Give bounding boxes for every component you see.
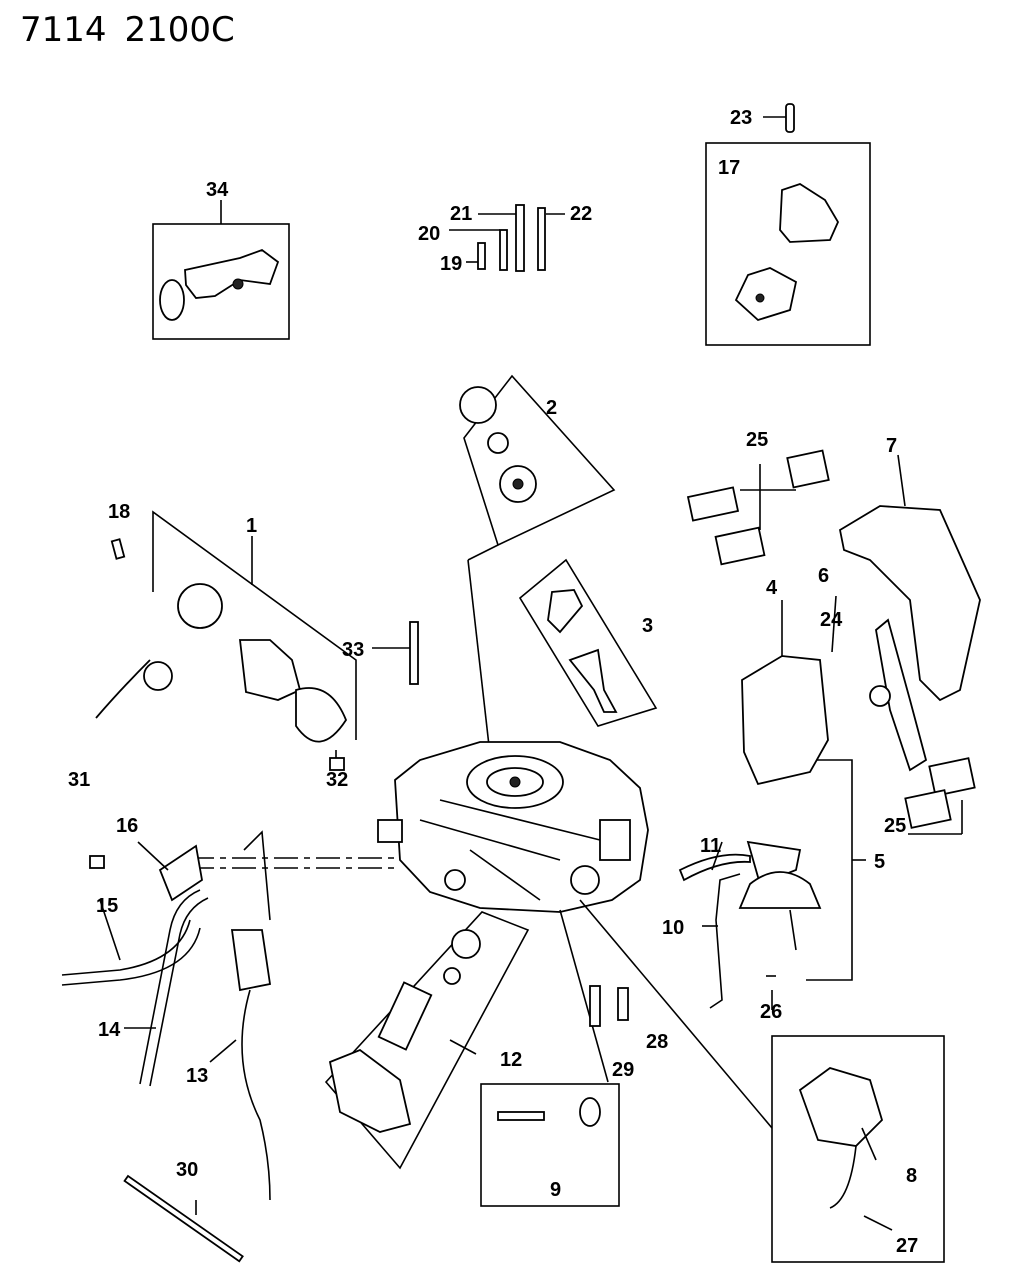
part-3-lever (568, 648, 618, 713)
part-4-bracket (741, 655, 829, 786)
carburetor-body (377, 741, 649, 913)
callout-15: 15 (96, 895, 118, 917)
part-34-fitting (184, 248, 280, 299)
part-1-box (152, 510, 357, 740)
part-10-rod (709, 873, 741, 1009)
part-12-housing (328, 1048, 412, 1133)
callout-12: 12 (500, 1049, 522, 1071)
part-11-hose (678, 853, 751, 882)
part-25-clip-a (686, 486, 740, 522)
part-8-actuator (798, 1067, 884, 1147)
part-7-shield (838, 505, 981, 702)
part-30-tie (123, 1174, 244, 1263)
part-15-hose (61, 919, 191, 976)
part-25-clip-c (714, 526, 766, 566)
part-29-screw (589, 985, 601, 1027)
callout-6: 6 (818, 565, 829, 587)
part-18-pin (110, 538, 126, 560)
part-20-bolt (499, 229, 508, 271)
part-19-bolt (477, 242, 486, 270)
part-22-bolt (537, 207, 546, 271)
callout-33: 33 (342, 639, 364, 661)
callout-9: 9 (550, 1179, 561, 1201)
part-9-box (480, 1083, 620, 1207)
part-2-box (463, 374, 616, 547)
callout-23: 23 (730, 107, 752, 129)
part-17-gasket (734, 267, 798, 322)
callout-20: 20 (418, 223, 440, 245)
callout-32: 32 (326, 769, 348, 791)
callout-25: 25 (746, 429, 768, 451)
callout-29: 29 (612, 1059, 634, 1081)
part-1-gasket (295, 687, 348, 743)
callout-10: 10 (662, 917, 684, 939)
part-1-solenoid (238, 639, 302, 701)
callout-26: 26 (760, 1001, 782, 1023)
callout-7: 7 (886, 435, 897, 457)
callout-5: 5 (874, 851, 885, 873)
callout-31: 31 (68, 769, 90, 791)
part-13-connector (230, 929, 272, 992)
callout-27: 27 (896, 1235, 918, 1257)
part-32-screw (329, 757, 345, 771)
part-17-sensor (779, 183, 840, 243)
callout-30: 30 (176, 1159, 198, 1181)
callout-17: 17 (718, 157, 740, 179)
part-9-sensor (497, 1111, 545, 1121)
part-3-box (518, 558, 658, 727)
part-13-harness (241, 830, 271, 1201)
callout-22: 22 (570, 203, 592, 225)
part-1-housing (177, 583, 223, 629)
part-25-clip-e (904, 789, 952, 829)
callout-1: 1 (246, 515, 257, 537)
part-33-bolt (409, 621, 419, 685)
part-28-screw (617, 987, 629, 1021)
part-8-box (771, 1035, 945, 1263)
callout-4: 4 (766, 577, 778, 599)
callout-18: 18 (108, 501, 130, 523)
part-6-lever (875, 618, 928, 772)
callout-16: 16 (116, 815, 138, 837)
callout-14: 14 (98, 1019, 121, 1041)
part-31-screw (89, 855, 105, 869)
part-25-clip-d (928, 757, 976, 797)
part-3-cover (547, 589, 584, 634)
part-2-cover (459, 386, 497, 424)
part-21-bolt (515, 204, 525, 272)
part-12-box (324, 911, 530, 1170)
callout-28: 28 (646, 1031, 668, 1053)
callout-11: 11 (700, 835, 721, 857)
diagram-code-2: 2100C (124, 10, 235, 50)
callout-13: 13 (186, 1065, 208, 1087)
callout-25b: 25 (884, 815, 906, 837)
diagram-code-1: 7114 (20, 10, 107, 50)
part-25-clip-b (786, 449, 830, 489)
callout-21: 21 (450, 203, 472, 225)
part-23-pin (785, 103, 795, 133)
callout-3: 3 (642, 615, 653, 637)
callout-34: 34 (206, 179, 229, 201)
part-12-spring (377, 981, 433, 1051)
callout-8: 8 (906, 1165, 917, 1187)
callout-2: 2 (546, 397, 557, 419)
part-17-box (705, 142, 871, 346)
part-5-diaphragm (738, 871, 822, 909)
part-16-bracket (158, 844, 203, 902)
diagram-header: 7114 2100C (20, 10, 253, 50)
part-5-box (806, 759, 853, 981)
callout-19: 19 (440, 253, 462, 275)
part-1-wire (95, 659, 151, 719)
callout-24: 24 (820, 609, 843, 631)
part-14-hose (139, 889, 201, 1085)
